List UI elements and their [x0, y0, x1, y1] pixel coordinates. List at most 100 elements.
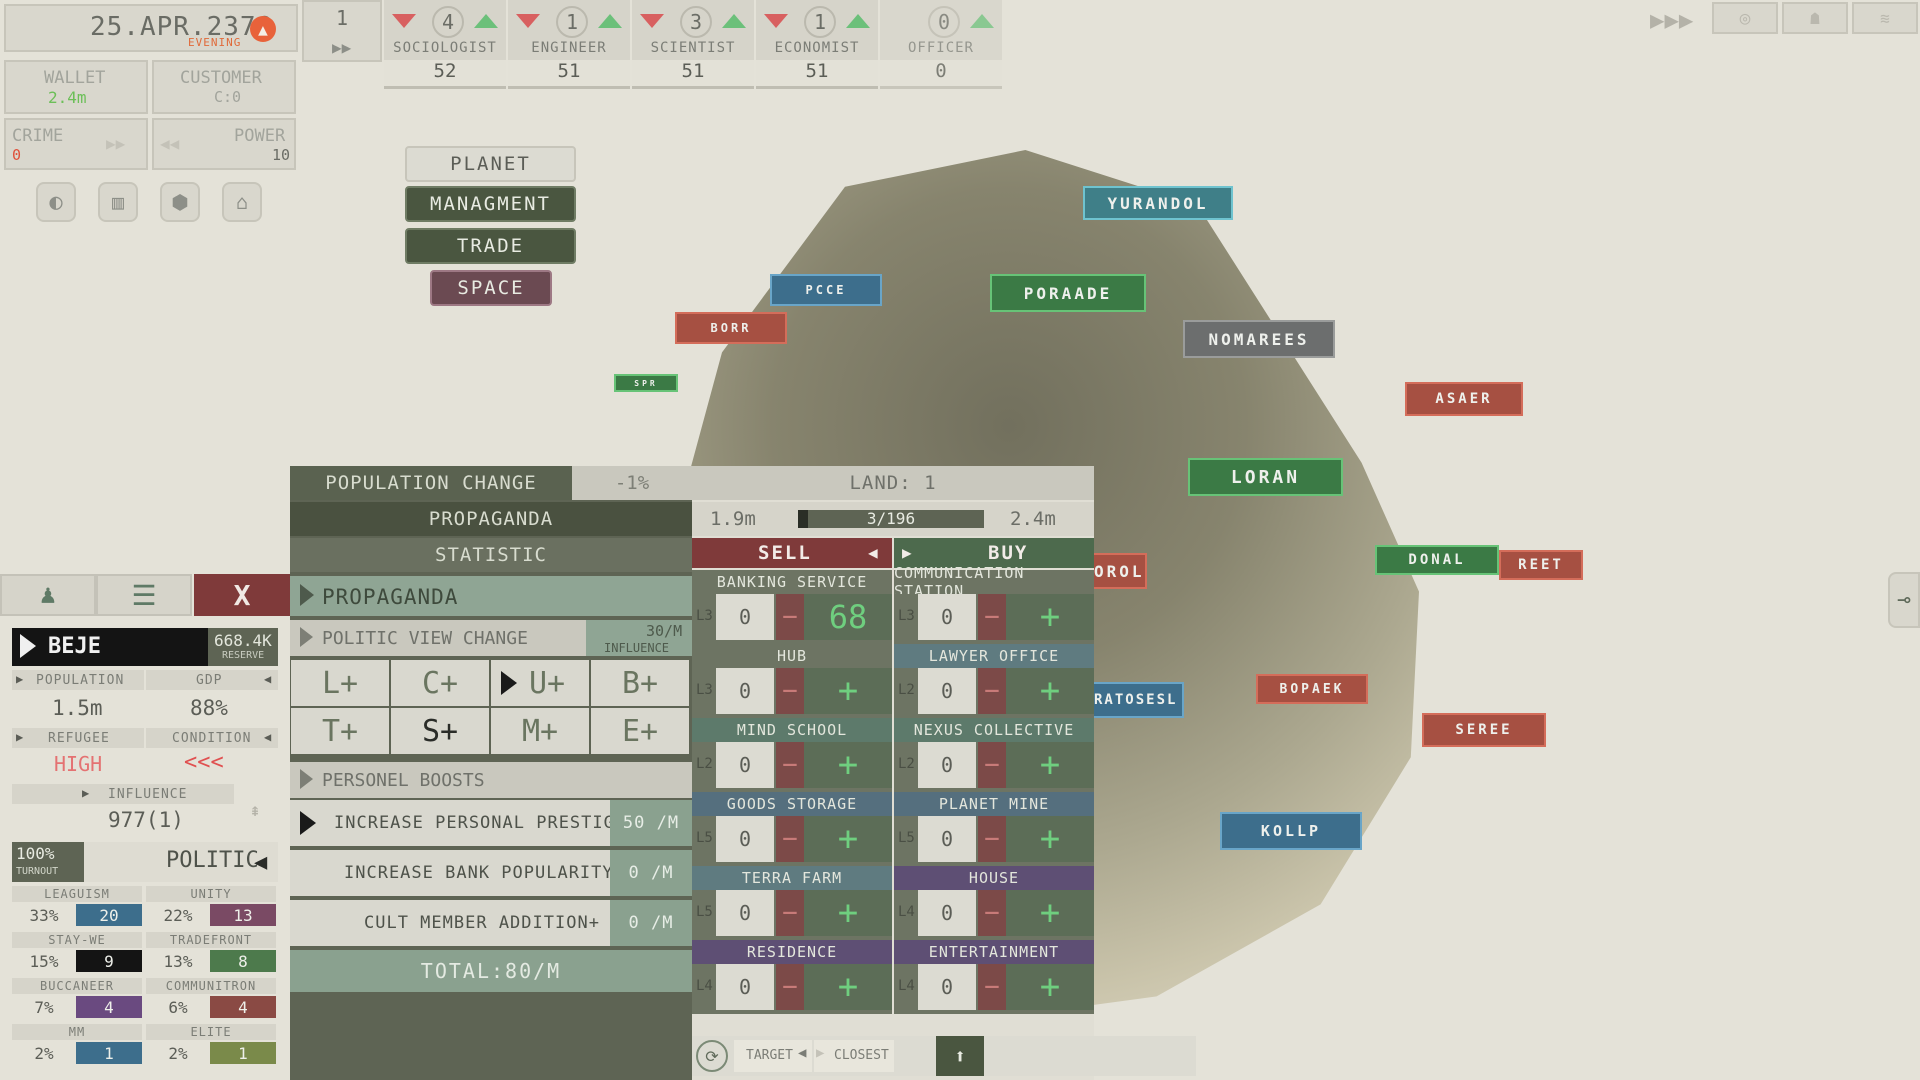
decrease-arrow-icon[interactable] [640, 14, 664, 28]
politic-header[interactable]: POLITIC ◀ [84, 842, 278, 882]
target-button[interactable] [734, 1040, 812, 1072]
building-quantity[interactable]: 0 [716, 742, 774, 788]
customer-panel[interactable]: CUSTOMER C:0 [152, 60, 296, 114]
decrease-button[interactable]: − [776, 964, 804, 1010]
personel-boosts-header[interactable]: PERSONEL BOOSTS [290, 762, 692, 798]
building-amount[interactable]: 68 [804, 594, 892, 640]
planet-menu-button[interactable]: PLANET [405, 146, 576, 182]
building-quantity[interactable]: 0 [716, 964, 774, 1010]
increase-arrow-icon[interactable] [474, 14, 498, 28]
propaganda-c-button[interactable]: C+ [391, 660, 489, 706]
increase-button[interactable]: + [1006, 668, 1094, 714]
tab-propaganda[interactable]: PROPAGANDA [290, 502, 692, 536]
planet-tag-kollp[interactable]: KOLLP [1220, 812, 1362, 850]
region-name-bar[interactable]: BEJE [12, 628, 208, 666]
building-quantity[interactable]: 0 [918, 816, 976, 862]
closest-button[interactable] [814, 1040, 894, 1072]
increase-button[interactable]: + [804, 890, 892, 936]
decrease-button[interactable]: − [978, 816, 1006, 862]
bank-view-icon[interactable]: ⌂ [222, 182, 262, 222]
increase-button[interactable]: + [1006, 964, 1094, 1010]
boost-row[interactable]: INCREASE PERSONAL PRESTIGE+ 50 /M [290, 800, 692, 846]
decrease-button[interactable]: − [978, 742, 1006, 788]
planet-tag-seree[interactable]: SEREE [1422, 713, 1546, 747]
decrease-button[interactable]: − [978, 964, 1006, 1010]
scroll-up-icon[interactable]: ⇞ [249, 799, 261, 821]
building-view-icon[interactable]: ▥ [98, 182, 138, 222]
increase-arrow-icon[interactable] [970, 14, 994, 28]
user-icon[interactable]: ☗ [1782, 2, 1848, 34]
planet-tag-poraade[interactable]: PORAADE [990, 274, 1146, 312]
side-panel-toggle-icon[interactable]: ⊸ [1888, 572, 1920, 628]
wallet-panel[interactable]: WALLET 2.4m [4, 60, 148, 114]
increase-button[interactable]: + [1006, 816, 1094, 862]
increase-button[interactable]: + [1006, 594, 1094, 640]
planet-tag-reet[interactable]: REET [1499, 550, 1583, 580]
building-quantity[interactable]: 0 [918, 594, 976, 640]
building-quantity[interactable]: 0 [716, 668, 774, 714]
decrease-button[interactable]: − [978, 668, 1006, 714]
trade-menu-button[interactable]: TRADE [405, 228, 576, 264]
sell-button[interactable]: SELL ◀ [692, 538, 892, 568]
building-quantity[interactable]: 0 [918, 890, 976, 936]
planet-tag-nomarees[interactable]: NOMAREES [1183, 320, 1335, 358]
buy-button[interactable]: ▶ BUY [894, 538, 1094, 568]
increase-button[interactable]: + [804, 742, 892, 788]
building-quantity[interactable]: 0 [918, 964, 976, 1010]
refugee-header[interactable]: ▶ REFUGEE [12, 728, 144, 748]
decrease-arrow-icon[interactable] [764, 14, 788, 28]
crime-panel[interactable]: CRIME 0 ▶▶ [4, 118, 148, 170]
propaganda-section-header[interactable]: PROPAGANDA [290, 576, 692, 616]
propaganda-s-button[interactable]: S+ [391, 708, 489, 754]
decrease-arrow-icon[interactable] [392, 14, 416, 28]
people-icon[interactable]: ♟ [0, 574, 96, 616]
planet-tag-spr[interactable]: SPR [614, 374, 678, 392]
population-header[interactable]: ▶ POPULATION [12, 670, 144, 690]
building-quantity[interactable]: 0 [716, 816, 774, 862]
building-quantity[interactable]: 0 [918, 742, 976, 788]
propaganda-b-button[interactable]: B+ [591, 660, 689, 706]
planet-tag-asaer[interactable]: ASAER [1405, 382, 1523, 416]
planet-tag-pcce[interactable]: PCCE [770, 274, 882, 306]
decrease-button[interactable]: − [776, 890, 804, 936]
power-panel[interactable]: ◀◀ POWER 10 [152, 118, 296, 170]
influence-header[interactable]: ▶ INFLUENCE [12, 784, 234, 804]
increase-arrow-icon[interactable] [598, 14, 622, 28]
compass-icon[interactable]: ▲ [250, 16, 276, 42]
decrease-button[interactable]: − [776, 594, 804, 640]
increase-arrow-icon[interactable] [846, 14, 870, 28]
propaganda-u-button[interactable]: U+ [491, 660, 589, 706]
boost-row[interactable]: INCREASE BANK POPULARITY+ 0 /M [290, 850, 692, 896]
condition-header[interactable]: CONDITION ◀ [146, 728, 278, 748]
politic-view-header[interactable]: POLITIC VIEW CHANGE [290, 620, 586, 656]
space-menu-button[interactable]: SPACE [430, 270, 552, 306]
planet-view-icon[interactable]: ◐ [36, 182, 76, 222]
decrease-button[interactable]: − [978, 594, 1006, 640]
close-button[interactable]: X [194, 574, 290, 616]
planet-tag-yurandol[interactable]: YURANDOL [1083, 186, 1233, 220]
increase-button[interactable]: + [1006, 890, 1094, 936]
increase-button[interactable]: + [804, 668, 892, 714]
tab-statistic[interactable]: STATISTIC [290, 538, 692, 572]
upload-icon[interactable]: ⬆ [936, 1036, 984, 1076]
propaganda-e-button[interactable]: E+ [591, 708, 689, 754]
increase-button[interactable]: + [804, 964, 892, 1010]
planet-tag-donal[interactable]: DONAL [1375, 545, 1499, 575]
planet-tag-borr[interactable]: BORR [675, 312, 787, 344]
cube-view-icon[interactable]: ⬢ [160, 182, 200, 222]
propaganda-l-button[interactable]: L+ [291, 660, 389, 706]
building-quantity[interactable]: 0 [918, 668, 976, 714]
speed-icon[interactable]: ▶▶▶ [1650, 6, 1694, 34]
increase-button[interactable]: + [1006, 742, 1094, 788]
queue-panel[interactable]: 1 ▶▶ [302, 0, 382, 62]
building-quantity[interactable]: 0 [716, 890, 774, 936]
management-menu-button[interactable]: MANAGMENT [405, 186, 576, 222]
wings-icon[interactable]: ≋ [1852, 2, 1918, 34]
propaganda-t-button[interactable]: T+ [291, 708, 389, 754]
decrease-arrow-icon[interactable] [516, 14, 540, 28]
gdp-header[interactable]: GDP ◀ [146, 670, 278, 690]
decrease-button[interactable]: − [776, 816, 804, 862]
decrease-button[interactable]: − [776, 742, 804, 788]
list-icon[interactable]: ☰ [96, 574, 192, 616]
planet-tag-orol[interactable]: OROL [1092, 553, 1147, 589]
